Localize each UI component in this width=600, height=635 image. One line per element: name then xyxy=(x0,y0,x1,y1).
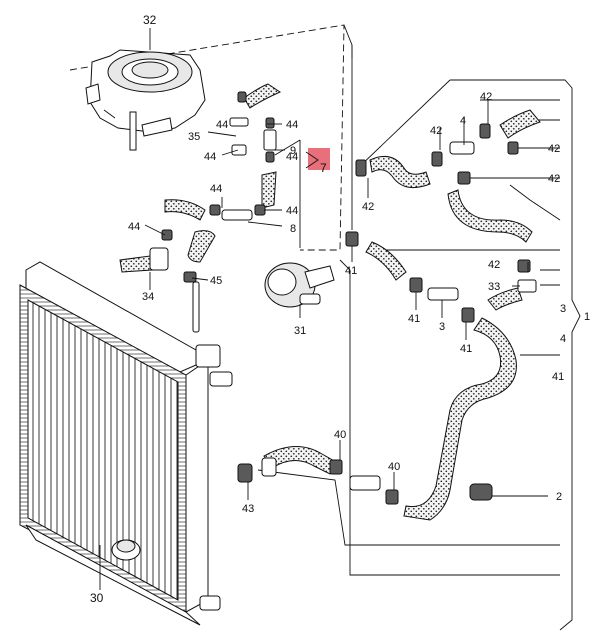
lower-hose xyxy=(237,445,399,505)
label-41-d: 41 xyxy=(552,371,564,383)
part-labels: 32 44 9 35 44 44 44 7 44 44 44 8 34 45 3… xyxy=(90,13,590,605)
label-4-a: 4 xyxy=(460,115,466,127)
label-42-d: 42 xyxy=(548,143,560,155)
label-34: 34 xyxy=(142,291,154,303)
expansion-tank xyxy=(85,49,206,151)
label-7: 7 xyxy=(320,161,327,175)
label-35: 35 xyxy=(188,131,200,143)
label-42-g: 42 xyxy=(488,259,500,271)
label-41-a: 41 xyxy=(345,265,357,277)
label-44-e: 44 xyxy=(210,183,222,195)
upper-right-fittings xyxy=(345,123,537,323)
label-44-c: 44 xyxy=(204,151,216,163)
label-31: 31 xyxy=(294,325,306,337)
label-44-b: 44 xyxy=(216,119,228,131)
label-8: 8 xyxy=(290,223,296,235)
label-40-a: 40 xyxy=(334,429,346,441)
label-32: 32 xyxy=(143,13,157,27)
label-33: 33 xyxy=(488,281,500,293)
upper-right-hoses xyxy=(365,109,541,311)
label-3-a: 3 xyxy=(439,321,445,333)
label-43: 43 xyxy=(242,503,254,515)
leader-lines xyxy=(99,28,548,590)
label-45: 45 xyxy=(210,275,222,287)
label-42-b: 42 xyxy=(430,125,442,137)
upper-small-hoses xyxy=(119,83,282,273)
label-44-f: 44 xyxy=(286,205,298,217)
label-44-g: 44 xyxy=(128,221,140,233)
upper-clamps xyxy=(149,91,277,333)
label-3-b: 3 xyxy=(560,303,566,315)
main-return-hose xyxy=(403,317,517,521)
highlight-box xyxy=(308,148,330,170)
label-42-e: 42 xyxy=(548,173,560,185)
label-42-a: 42 xyxy=(362,201,374,213)
label-9: 9 xyxy=(290,145,296,157)
label-30: 30 xyxy=(90,591,104,605)
label-4-b: 4 xyxy=(560,333,566,345)
label-2: 2 xyxy=(556,491,562,503)
water-pump xyxy=(264,262,335,308)
label-41-b: 41 xyxy=(408,313,420,325)
label-42-c: 42 xyxy=(480,91,492,103)
label-44-d: 44 xyxy=(286,151,298,163)
label-1: 1 xyxy=(584,311,590,323)
label-40-b: 40 xyxy=(388,461,400,473)
label-44-a: 44 xyxy=(286,119,298,131)
label-41-c: 41 xyxy=(460,343,472,355)
radiator xyxy=(19,261,233,626)
